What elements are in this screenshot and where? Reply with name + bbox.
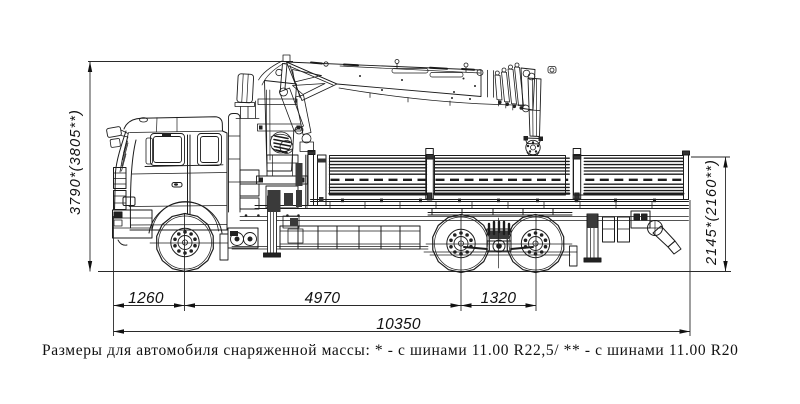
svg-text:4970: 4970: [305, 290, 341, 307]
svg-text:1260: 1260: [128, 290, 164, 307]
svg-text:3790*(3805**): 3790*(3805**): [68, 109, 84, 215]
svg-text:2145*(2160**): 2145*(2160**): [704, 159, 720, 266]
svg-text:Размеры для автомобиля снаряже: Размеры для автомобиля снаряженной массы…: [42, 342, 738, 359]
svg-text:1320: 1320: [481, 290, 517, 307]
svg-text:10350: 10350: [376, 316, 421, 333]
